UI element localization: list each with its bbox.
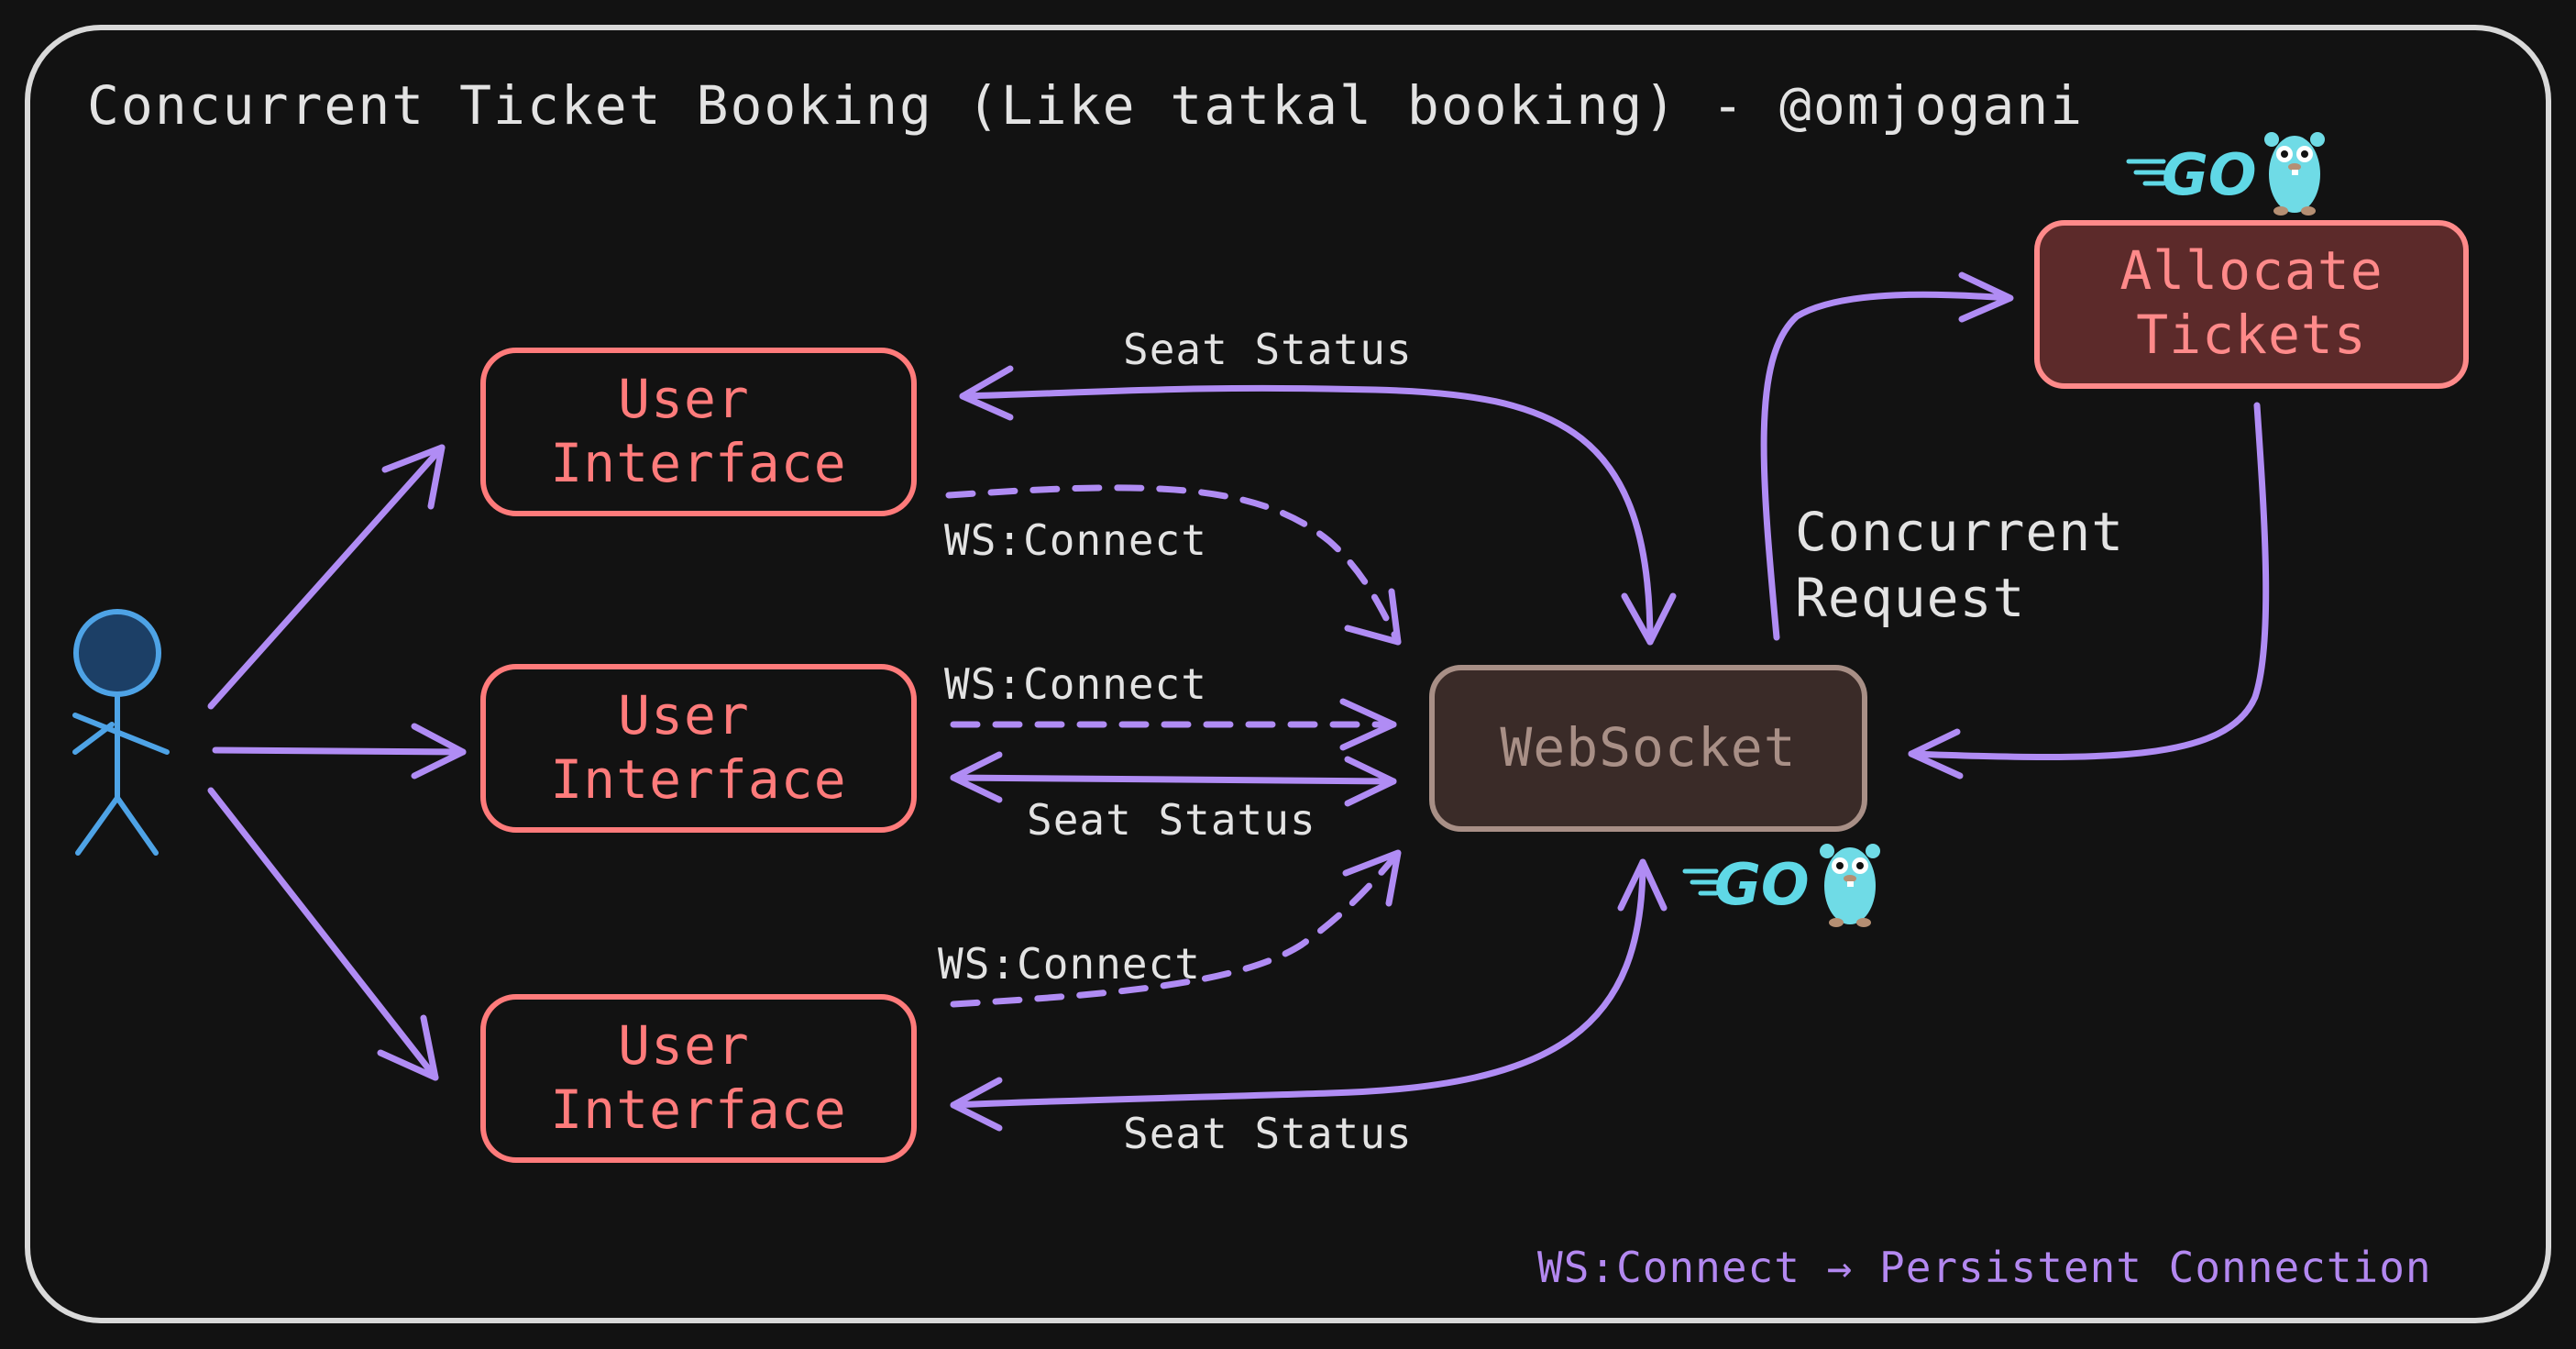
ui-1-line1: User	[618, 368, 750, 430]
seat-status-arrow-2	[950, 751, 1397, 807]
gopher-mascot-icon	[2264, 132, 2325, 216]
ws-connect-arrow-2	[950, 698, 1397, 751]
ws-connect-label-2: WS:Connect	[944, 659, 1207, 709]
user-to-ui-arrows	[207, 444, 467, 1081]
websocket-label: WebSocket	[1500, 716, 1796, 779]
ws-connect-label-1: WS:Connect	[944, 515, 1207, 565]
outer-frame	[25, 25, 2551, 1323]
ws-connect-label-3: WS:Connect	[938, 939, 1201, 989]
go-logo-text-bottom: GO	[1714, 851, 1810, 918]
concurrent-label-line2: Request	[1795, 567, 2025, 629]
user-interface-box-2: User Interface	[480, 664, 917, 833]
ui-3-line2: Interface	[550, 1078, 846, 1141]
concurrent-request-arrow	[1760, 271, 2014, 641]
allocate-line2: Tickets	[2136, 304, 2366, 366]
legend-text: WS:Connect → Persistent Connection	[1537, 1243, 2432, 1292]
user-interface-box-1: User Interface	[480, 348, 917, 516]
ws-connect-arrow-3	[950, 849, 1402, 1008]
ws-connect-arrow-1	[945, 484, 1402, 646]
go-logo-icon: GO	[2126, 141, 2257, 208]
ui-2-line1: User	[618, 684, 750, 746]
seat-status-label-3: Seat Status	[1123, 1109, 1413, 1158]
seat-status-arrow-1	[959, 365, 1677, 646]
ui-1-line2: Interface	[550, 432, 846, 494]
diagram-title: Concurrent Ticket Booking (Like tatkal b…	[87, 74, 2084, 137]
ui-2-line2: Interface	[550, 748, 846, 811]
ui-3-line1: User	[618, 1014, 750, 1077]
stick-figure-user-icon	[72, 609, 170, 856]
concurrent-label-line1: Concurrent	[1795, 501, 2124, 563]
allocate-to-websocket-arrow	[1908, 402, 2270, 780]
seat-status-arrow-3	[950, 858, 1668, 1132]
allocate-line1: Allocate	[2119, 239, 2383, 302]
gopher-mascot-icon	[1820, 844, 1880, 927]
go-logo-icon: GO	[1682, 851, 1810, 918]
seat-status-label-1: Seat Status	[1123, 325, 1413, 374]
allocate-tickets-box: Allocate Tickets	[2034, 220, 2469, 389]
go-logo-text-top: GO	[2162, 141, 2257, 208]
websocket-box: WebSocket	[1429, 665, 1867, 832]
user-interface-box-3: User Interface	[480, 994, 917, 1163]
seat-status-label-2: Seat Status	[1027, 795, 1316, 845]
